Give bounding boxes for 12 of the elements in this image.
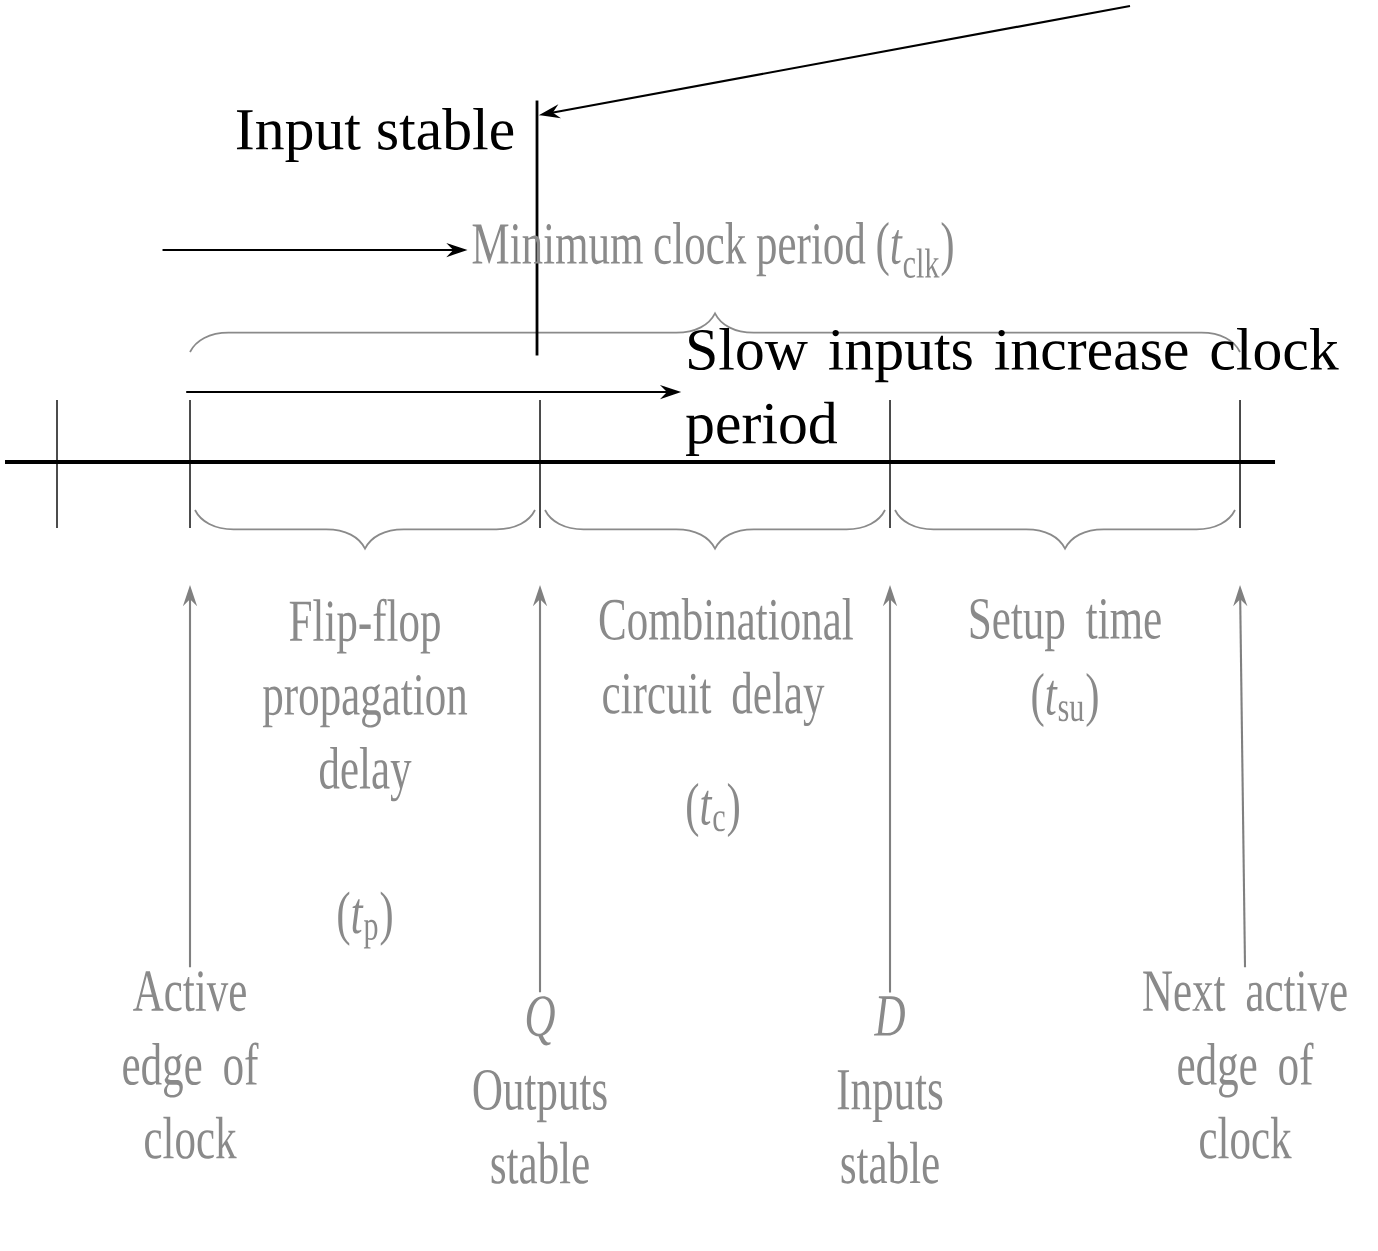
event-label: Q Outputs stable: [473, 996, 607, 1184]
interval-label: Flip-flop propagation delay: [263, 598, 468, 802]
interval-label: Combinational circuit delay: [599, 597, 853, 727]
marker-label: Input stable: [236, 107, 514, 163]
event-label: Next active edge of clock: [1143, 971, 1347, 1159]
symbol-label: (t$_{su}$): [1032, 672, 1098, 728]
event-label: Active edge of clock: [123, 971, 259, 1159]
interval-label: Setup time: [970, 598, 1161, 652]
symbol-label: (t$_{p}$): [338, 891, 392, 949]
event-label: D Inputs stable: [837, 996, 943, 1184]
symbol-label: (t$_{c}$): [687, 782, 739, 838]
note-text: Slow inputs increase clock period: [686, 328, 1339, 456]
